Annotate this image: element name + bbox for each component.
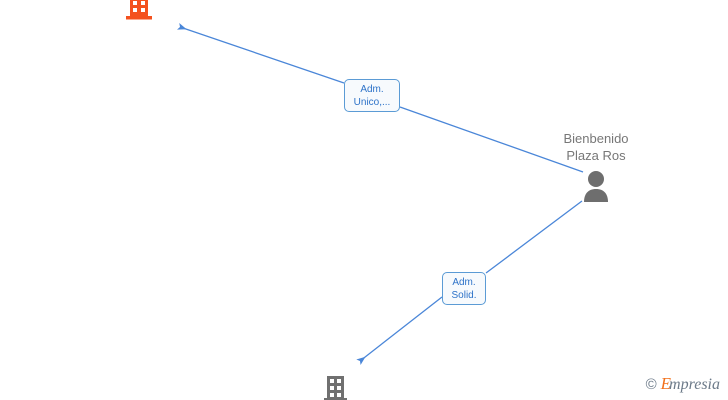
brand-initial: E [660,374,672,393]
edge-person-to-company-bottom[interactable] [356,200,583,365]
node-person-center[interactable] [581,170,611,202]
node-label-line1: Bienbenido [563,131,629,146]
edge-label-line1: Adm. [360,84,384,95]
edge-label-line2: Solid. [451,290,477,301]
node-company-top[interactable] [123,0,155,22]
building-icon [324,376,347,400]
edge-label-line2: Unico,... [353,97,391,108]
brand-name: mpresia [669,376,720,393]
edge-label-adm-unico[interactable]: Adm. Unico,... [344,79,400,112]
edge-label-adm-solid[interactable]: Adm. Solid. [442,272,486,305]
node-company-bottom[interactable] [322,376,350,400]
edge-person-to-company-top[interactable] [176,23,584,173]
person-icon [584,171,608,202]
building-icon [126,0,152,20]
node-label-line2: Plaza Ros [566,148,626,163]
node-label-person-center: Bienbenido Plaza Ros [526,130,666,164]
copyright-icon: © [645,375,657,393]
watermark-empresia: © Empresia [646,374,720,394]
edge-label-line1: Adm. [452,277,476,288]
